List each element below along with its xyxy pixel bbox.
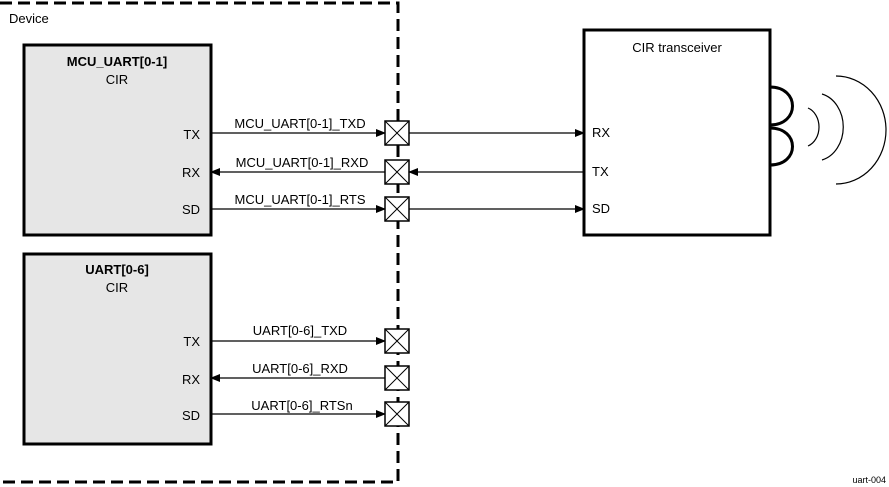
mcu-rts-label: MCU_UART[0-1]_RTS [235,192,366,207]
transceiver-pin-rx: RX [592,125,610,140]
ir-emitter-icon [769,85,794,167]
mcu-uart-pin-sd: SD [182,202,200,217]
mcu-uart-pin-tx: TX [183,127,200,142]
pad-uart-txd [384,328,410,354]
uart-rts-label: UART[0-6]_RTSn [251,398,352,413]
pad-mcu-rxd [384,159,410,185]
mcu-uart-title: MCU_UART[0-1] [67,54,167,69]
uart-pin-tx: TX [183,334,200,349]
pad-uart-rts [384,401,410,427]
uart-block [22,252,213,446]
device-label: Device [9,11,49,26]
pad-mcu-rts [384,196,410,222]
pad-uart-rxd [384,365,410,391]
uart-txd-label: UART[0-6]_TXD [253,323,347,338]
mcu-rxd-label: MCU_UART[0-1]_RXD [236,155,369,170]
device-boundary [0,1,400,484]
figure-id: uart-004 [852,475,886,485]
mcu-uart-pin-rx: RX [182,165,200,180]
pad-mcu-txd [384,120,410,146]
ir-wave-icon [807,75,887,185]
mcu-uart-subtitle: CIR [106,72,128,87]
uart-pin-sd: SD [182,408,200,423]
cir-transceiver-block [582,28,772,237]
uart-pin-rx: RX [182,372,200,387]
mcu-uart-block [22,43,213,237]
mcu-txd-label: MCU_UART[0-1]_TXD [234,116,365,131]
transceiver-title: CIR transceiver [632,40,722,55]
uart-title: UART[0-6] [85,262,149,277]
uart-subtitle: CIR [106,280,128,295]
transceiver-pin-tx: TX [592,164,609,179]
uart-rxd-label: UART[0-6]_RXD [252,361,348,376]
transceiver-pin-sd: SD [592,201,610,216]
